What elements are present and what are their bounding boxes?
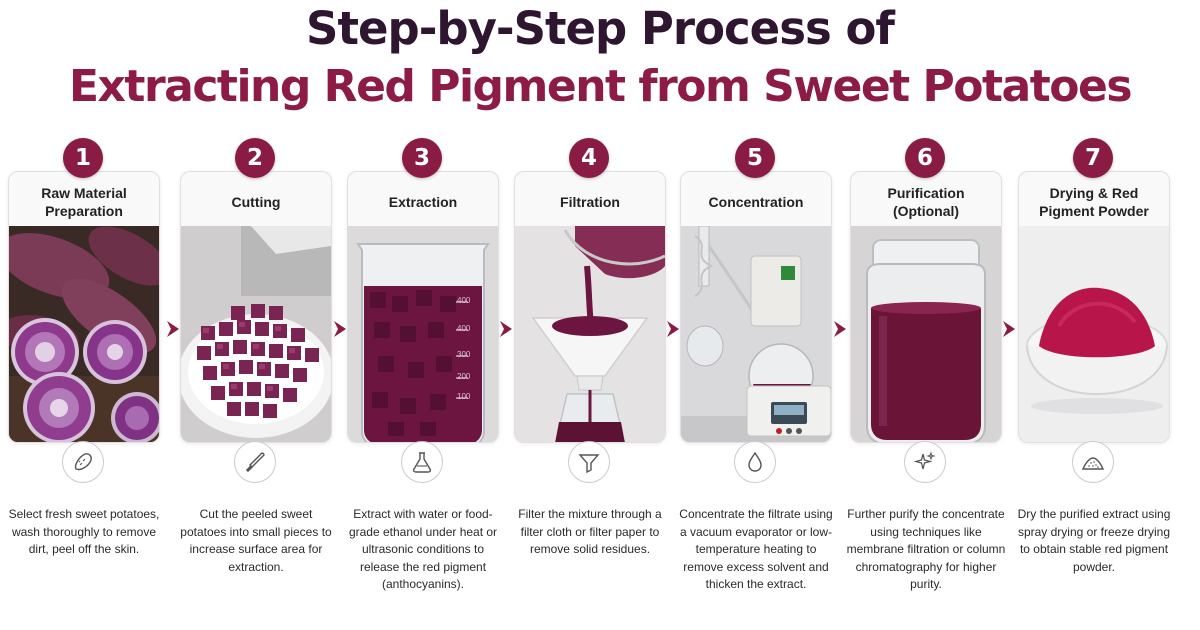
step-title: Raw Material Preparation	[41, 185, 127, 219]
step-title: Cutting	[231, 194, 281, 210]
step-title: Filtration	[560, 194, 620, 210]
arrow-right-icon	[999, 318, 1021, 340]
step-number-badge: 6	[905, 138, 945, 178]
step-description: Select fresh sweet potatoes, wash thorou…	[8, 507, 160, 556]
diced-sweet-potato-photo	[181, 226, 331, 442]
beaker-scale-label: 400	[457, 324, 471, 333]
extraction-beaker-photo: 400 400 300 200 100	[348, 226, 498, 442]
step-card: Concentration	[680, 171, 832, 443]
arrow-right-icon	[496, 318, 518, 340]
step-description: Cut the peeled sweet potatoes into small…	[180, 507, 332, 574]
step-description: Filter the mixture through a filter clot…	[518, 507, 662, 556]
step-number-badge: 7	[1073, 138, 1113, 178]
beaker-scale-label: 400	[457, 296, 471, 305]
title-line-2: Extracting Red Pigment from Sweet Potato…	[68, 61, 1133, 112]
step-number-badge: 5	[735, 138, 775, 178]
arrow-right-icon	[830, 318, 852, 340]
step-title: Purification (Optional)	[887, 185, 965, 219]
powder-pile-icon	[1072, 441, 1114, 483]
sweet-potatoes-photo	[9, 226, 159, 442]
step-card: Purification (Optional)	[850, 171, 1002, 443]
beaker-scale-label: 300	[457, 350, 471, 359]
step-card: Filtration	[514, 171, 666, 443]
funnel-icon	[568, 441, 610, 483]
step-title: Extraction	[388, 194, 458, 210]
step-description: Dry the purified extract using spray dry…	[1017, 507, 1171, 574]
step-title: Concentration	[708, 194, 804, 210]
filtration-funnel-photo	[515, 226, 665, 442]
sparkle-icon	[904, 441, 946, 483]
beaker-scale-label: 100	[457, 392, 471, 401]
step-description: Extract with water or food-grade ethanol…	[348, 507, 498, 591]
arrow-right-icon	[663, 318, 685, 340]
purified-jar-photo	[851, 226, 1001, 442]
flask-icon	[401, 441, 443, 483]
arrow-right-icon	[163, 318, 185, 340]
step-number-badge: 2	[235, 138, 275, 178]
sweet-potato-icon	[62, 441, 104, 483]
beaker-scale-label: 200	[457, 372, 471, 381]
step-card: Cutting	[180, 171, 332, 443]
arrow-right-icon	[330, 318, 352, 340]
step-description: Concentrate the filtrate using a vacuum …	[679, 507, 833, 591]
step-description: Further purify the concentrate using tec…	[846, 507, 1006, 591]
step-number-badge: 4	[569, 138, 609, 178]
step-card: Drying & Red Pigment Powder	[1018, 171, 1170, 443]
step-card: Raw Material Preparation	[8, 171, 160, 443]
step-card: Extraction	[347, 171, 499, 443]
step-number-badge: 3	[402, 138, 442, 178]
rotary-evaporator-photo	[681, 226, 831, 442]
step-title: Drying & Red Pigment Powder	[1039, 185, 1149, 219]
droplet-icon	[734, 441, 776, 483]
step-number-badge: 1	[63, 138, 103, 178]
title-line-1: Step-by-Step Process of	[306, 2, 895, 55]
pigment-powder-bowl-photo	[1019, 226, 1169, 442]
knife-icon	[234, 441, 276, 483]
